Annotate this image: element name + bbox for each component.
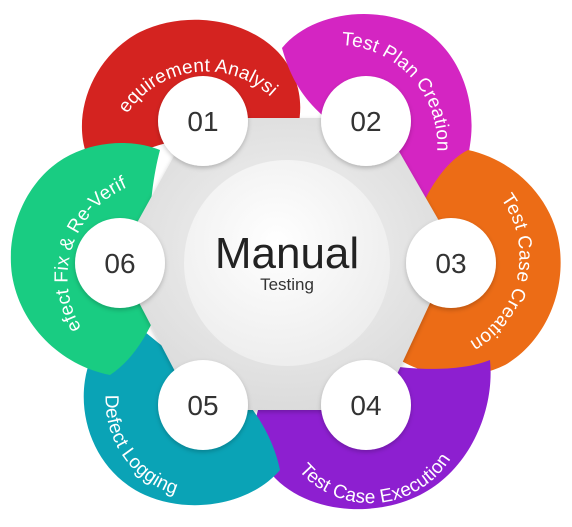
- center-subtitle: Testing: [260, 275, 314, 294]
- phase-number-04: 04: [350, 390, 381, 421]
- hub-center-circle: [184, 160, 390, 366]
- phase-number-05: 05: [187, 390, 218, 421]
- phase-number-06: 06: [104, 248, 135, 279]
- phase-number-node: [406, 218, 496, 308]
- phase-number-node: [321, 360, 411, 450]
- phase-number-node: [75, 218, 165, 308]
- phase-number-02: 02: [350, 106, 381, 137]
- phase-number-node: [321, 76, 411, 166]
- phase-number-03: 03: [435, 248, 466, 279]
- phase-number-node: [158, 76, 248, 166]
- central-hub: [119, 118, 453, 410]
- phase-number-01: 01: [187, 106, 218, 137]
- center-title: Manual: [215, 229, 359, 278]
- phase-number-node: [158, 360, 248, 450]
